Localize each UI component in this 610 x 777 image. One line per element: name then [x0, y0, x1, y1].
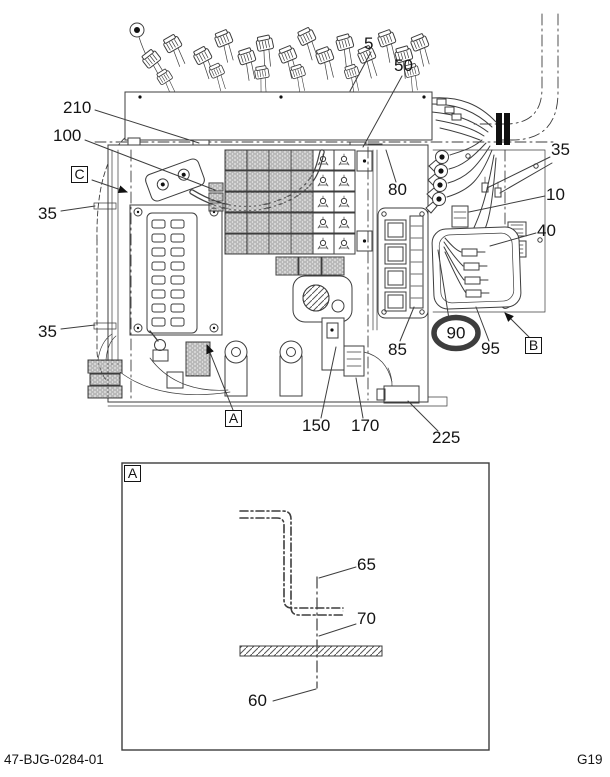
callout-95: 95 [481, 339, 500, 358]
callout-80: 80 [388, 180, 407, 199]
view-marker-b: B [525, 337, 542, 354]
callout-60: 60 [248, 691, 267, 710]
page-code: G19 [577, 752, 603, 767]
round-connectors [425, 139, 502, 236]
callout-150: 150 [302, 416, 331, 435]
right-wire-bundle [431, 97, 497, 141]
callout-210: 210 [63, 98, 92, 117]
callout-5: 5 [364, 34, 374, 53]
detail-a-label: A [124, 465, 141, 482]
drawing-number: 47-BJG-0284-01 [4, 752, 104, 767]
callout-35-left-bottom: 35 [38, 322, 57, 341]
callout-90-highlighted: 90 [446, 323, 466, 343]
bottom-components [119, 317, 420, 404]
lower-left-connectors [87, 333, 123, 399]
view-marker-a: A [225, 410, 242, 427]
harness-plate [431, 226, 522, 310]
callout-10: 10 [546, 185, 565, 204]
top-harness-connectors [129, 22, 437, 98]
callout-50: 50 [394, 56, 413, 75]
fuse-relay-array [224, 149, 373, 276]
conduit-tube [471, 13, 559, 145]
switch-panel [377, 207, 429, 319]
detail-view-a [121, 462, 490, 751]
callout-35-right: 35 [551, 140, 570, 159]
callout-100: 100 [53, 126, 82, 145]
callout-225: 225 [432, 428, 461, 447]
highlight-ellipse-90 [431, 314, 481, 352]
callout-35-left-top: 35 [38, 204, 57, 223]
horn-component [292, 275, 353, 323]
callout-85: 85 [388, 340, 407, 359]
leader-lines [60, 51, 553, 432]
callout-170: 170 [351, 416, 380, 435]
callout-65: 65 [357, 555, 376, 574]
view-marker-c: C [71, 166, 88, 183]
callout-40: 40 [537, 221, 556, 240]
callout-70: 70 [357, 609, 376, 628]
